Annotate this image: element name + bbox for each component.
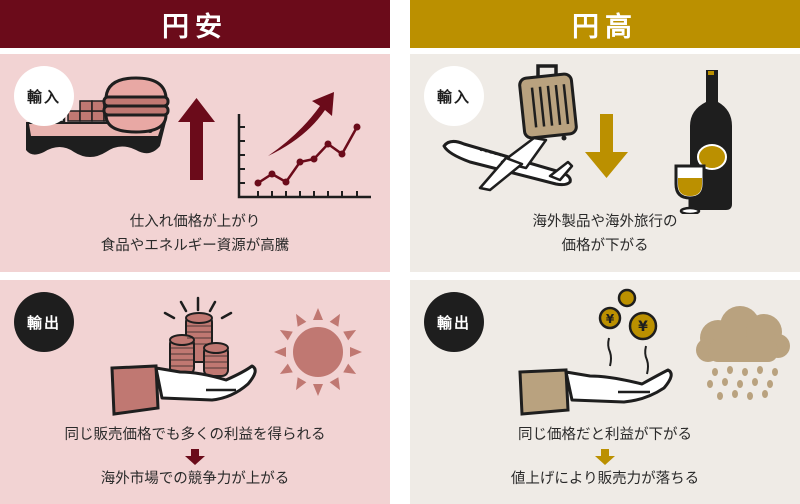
hand-with-falling-coins-icon: ¥ ¥ [518, 288, 673, 416]
hamburger-icon [102, 76, 170, 134]
suitcase-icon [518, 64, 578, 143]
yen-strong-title: 円高 [572, 11, 638, 43]
yen-strong-import-illustration [442, 64, 732, 214]
down-arrow-icon [585, 114, 628, 178]
yen-strong-column: 円高 [410, 0, 800, 504]
yen-strong-export-panel: ¥ ¥ [410, 280, 800, 504]
import-badge: 輸入 [14, 66, 74, 126]
caption-line: 同じ販売価格でも多くの利益を得られる [64, 427, 326, 443]
yen-weak-column: 円安 [0, 0, 390, 504]
rising-line-chart-icon [237, 92, 371, 199]
yen-weak-title: 円安 [162, 11, 228, 43]
down-arrow-icon [185, 449, 205, 465]
caption-line: 値上げにより販売力が落ちる [510, 471, 700, 487]
yen-strong-export-caption: 同じ価格だと利益が下がる 値上げにより販売力が落ちる [410, 423, 800, 491]
yen-weak-export-caption: 同じ販売価格でも多くの利益を得られる 海外市場での競争力が上がる [0, 423, 390, 491]
export-badge: 輸出 [424, 292, 484, 352]
yen-strong-export-illustration: ¥ ¥ [518, 288, 790, 416]
export-badge: 輸出 [14, 292, 74, 352]
caption-line: 価格が下がる [561, 238, 649, 254]
up-arrow-icon [178, 98, 215, 180]
sun-icon [274, 308, 362, 396]
rain-cloud-icon [696, 306, 790, 400]
yen-strong-import-panel: 輸入 海外製品や海外旅行の 価格が下がる [410, 54, 800, 272]
yen-weak-header: 円安 [0, 0, 390, 48]
yen-weak-import-illustration [26, 76, 371, 199]
svg-text:¥: ¥ [638, 319, 648, 335]
caption-line: 仕入れ価格が上がり [129, 214, 261, 230]
wine-bottle-glass-icon [674, 70, 732, 214]
caption-line: 食品やエネルギー資源が高騰 [100, 238, 290, 254]
yen-strong-import-caption: 海外製品や海外旅行の 価格が下がる [410, 210, 800, 258]
yen-weak-import-panel: 輸入 仕入れ価格が上がり 食品やエネルギー資源が高騰 [0, 54, 390, 272]
yen-weak-export-illustration [110, 296, 362, 416]
caption-line: 海外市場での競争力が上がる [100, 471, 290, 487]
caption-line: 海外製品や海外旅行の [532, 214, 678, 230]
import-badge: 輸入 [424, 66, 484, 126]
svg-text:¥: ¥ [606, 312, 615, 326]
airplane-icon [442, 136, 574, 192]
yen-weak-export-panel: 輸出 同じ販売価格でも多くの利益を得られる 海外市場での競争力が上がる [0, 280, 390, 504]
yen-strong-header: 円高 [410, 0, 800, 48]
hand-with-coin-stacks-icon [110, 296, 257, 416]
yen-weak-import-caption: 仕入れ価格が上がり 食品やエネルギー資源が高騰 [0, 210, 390, 258]
down-arrow-icon [595, 449, 615, 465]
caption-line: 同じ価格だと利益が下がる [518, 427, 692, 443]
